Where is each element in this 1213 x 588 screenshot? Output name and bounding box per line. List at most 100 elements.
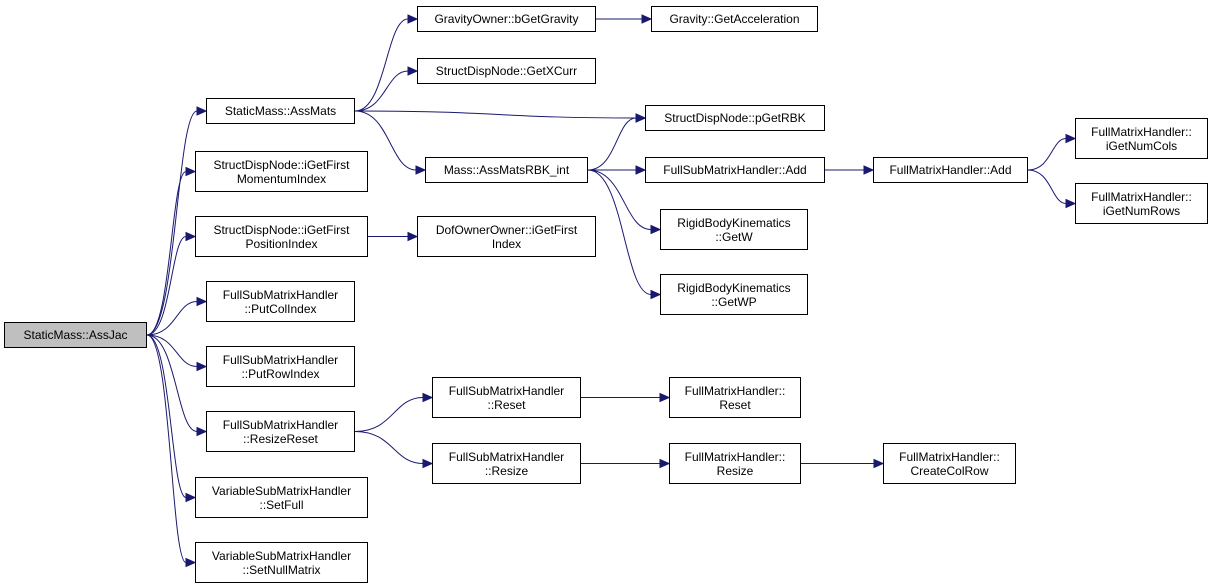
arrowhead-fsm_add-to-fm_add — [863, 165, 875, 175]
node-gravity-getacceleration[interactable]: Gravity::GetAcceleration — [651, 6, 818, 32]
node-fullmatrixhandler-resize[interactable]: FullMatrixHandler:: Resize — [669, 443, 801, 484]
node-label-line-1: FullMatrixHandler::Add — [889, 163, 1012, 177]
node-label-line-2: Reset — [719, 397, 751, 412]
arrowhead-assmats-to-assmatsrbk — [415, 165, 427, 175]
edge-assmats-to-bgetgravity — [354, 18, 409, 112]
edge-fm_add-to-igetnumcols — [1027, 138, 1067, 171]
arrowhead-assjac-to-resizereset — [196, 426, 208, 437]
arrowhead-assjac-to-putcolindex — [196, 296, 208, 307]
node-label-line-1: FullSubMatrixHandler — [448, 449, 565, 464]
node-label-line-2: ::GetWP — [711, 294, 757, 309]
node-fullsubmatrixhandler-add[interactable]: FullSubMatrixHandler::Add — [645, 157, 825, 183]
node-rigidbodykinematics-getwp[interactable]: RigidBodyKinematics ::GetWP — [660, 274, 808, 315]
node-label-line-2: PositionIndex — [245, 236, 318, 251]
node-label-line-1: Gravity::GetAcceleration — [669, 12, 800, 26]
arrowhead-igetfirstpos-to-dofigetfirst — [407, 231, 419, 242]
edge-assmats-to-pgetrbk — [354, 110, 637, 119]
node-label-line-1: FullMatrixHandler:: — [1091, 124, 1192, 139]
arrowhead-assmats-to-getxcurr — [407, 66, 419, 76]
arrowhead-fm_resize-to-createcolrow — [873, 458, 885, 469]
node-label-line-1: RigidBodyKinematics — [677, 215, 791, 230]
edge-resizereset-to-fsm_reset — [354, 397, 424, 432]
node-label-line-1: StructDispNode::iGetFirst — [213, 157, 350, 172]
arrowhead-assmats-to-bgetgravity — [407, 14, 419, 24]
node-staticmass-assjac[interactable]: StaticMass::AssJac — [4, 322, 147, 348]
node-label-line-2: iGetNumCols — [1105, 138, 1178, 153]
node-label-line-2: ::Resize — [484, 463, 529, 478]
node-label-line-1: StructDispNode::GetXCurr — [435, 64, 578, 78]
edge-assjac-to-igetfirstmom — [146, 171, 187, 336]
arrowhead-assjac-to-setnullmatrix — [185, 557, 197, 568]
node-structdispnode-igetfirstpositionindex[interactable]: StructDispNode::iGetFirst PositionIndex — [195, 216, 368, 257]
node-fullmatrixhandler-add[interactable]: FullMatrixHandler::Add — [873, 157, 1028, 183]
node-label-line-1: FullSubMatrixHandler — [448, 383, 565, 398]
node-structdispnode-igetfirstmomentumindex[interactable]: StructDispNode::iGetFirst MomentumIndex — [195, 151, 368, 192]
edge-assjac-to-putrowindex — [146, 334, 198, 367]
node-label-line-1: Mass::AssMatsRBK_int — [443, 163, 570, 177]
node-dofownerowner-igetfirstindex[interactable]: DofOwnerOwner::iGetFirst Index — [417, 216, 596, 257]
node-fullmatrixhandler-createcolrow[interactable]: FullMatrixHandler:: CreateColRow — [883, 443, 1016, 484]
node-gravityowner-bgetgravity[interactable]: GravityOwner::bGetGravity — [417, 6, 596, 32]
node-label-line-2: ::ResizeReset — [243, 431, 318, 446]
edge-assjac-to-setfull — [146, 334, 187, 498]
node-fullsubmatrixhandler-resizereset[interactable]: FullSubMatrixHandler ::ResizeReset — [206, 411, 355, 452]
node-label-line-2: ::GetW — [715, 229, 753, 244]
node-label-line-2: Resize — [716, 463, 754, 478]
edge-resizereset-to-fsm_resize — [354, 431, 424, 464]
node-label-line-2: ::Reset — [487, 397, 526, 412]
node-label-line-2: iGetNumRows — [1102, 203, 1181, 218]
node-label-line-1: FullSubMatrixHandler — [222, 417, 339, 432]
node-fullsubmatrixhandler-putrowindex[interactable]: FullSubMatrixHandler ::PutRowIndex — [206, 346, 355, 387]
node-fullsubmatrixhandler-resize[interactable]: FullSubMatrixHandler ::Resize — [432, 443, 581, 484]
node-label-line-1: VariableSubMatrixHandler — [211, 548, 352, 563]
node-variablesubmatrixhandler-setnullmatrix[interactable]: VariableSubMatrixHandler ::SetNullMatrix — [195, 542, 368, 583]
node-label-line-2: ::PutRowIndex — [241, 366, 320, 381]
node-mass-assmatsrbk-int[interactable]: Mass::AssMatsRBK_int — [425, 157, 588, 183]
node-rigidbodykinematics-getw[interactable]: RigidBodyKinematics ::GetW — [660, 209, 808, 250]
node-label-line-1: DofOwnerOwner::iGetFirst — [435, 222, 578, 237]
arrowhead-assjac-to-assmats — [196, 106, 208, 116]
node-label-line-1: FullSubMatrixHandler::Add — [663, 163, 807, 177]
node-label-line-1: StaticMass::AssJac — [23, 328, 128, 342]
node-fullsubmatrixhandler-putcolindex[interactable]: FullSubMatrixHandler ::PutColIndex — [206, 281, 355, 322]
node-label-line-2: Index — [491, 236, 522, 251]
node-label-line-2: ::SetNullMatrix — [242, 562, 321, 577]
edge-assjac-to-resizereset — [146, 334, 198, 432]
node-label-line-1: FullMatrixHandler:: — [684, 383, 786, 398]
node-structdispnode-getxcurr[interactable]: StructDispNode::GetXCurr — [417, 58, 596, 84]
node-variablesubmatrixhandler-setfull[interactable]: VariableSubMatrixHandler ::SetFull — [195, 477, 368, 518]
arrowhead-fm_add-to-igetnumcols — [1065, 133, 1077, 144]
node-label-line-2: MomentumIndex — [236, 171, 327, 186]
arrowhead-fsm_resize-to-fm_resize — [659, 458, 671, 469]
node-label-line-2: ::SetFull — [259, 497, 304, 512]
arrowhead-assjac-to-putrowindex — [196, 361, 208, 372]
node-label-line-1: FullMatrixHandler:: — [899, 449, 1000, 464]
node-fullmatrixhandler-igetnumcols[interactable]: FullMatrixHandler:: iGetNumCols — [1075, 118, 1208, 159]
node-fullmatrixhandler-reset[interactable]: FullMatrixHandler:: Reset — [669, 377, 801, 418]
node-label-line-1: GravityOwner::bGetGravity — [434, 12, 579, 26]
arrowhead-bgetgravity-to-getacceleration — [641, 14, 653, 24]
arrowhead-assmatsrbk-to-pgetrbk — [635, 113, 647, 123]
node-label-line-1: FullSubMatrixHandler — [222, 352, 339, 367]
node-label-line-1: FullSubMatrixHandler — [222, 287, 339, 302]
arrowhead-assmatsrbk-to-getwp — [650, 289, 662, 300]
node-label-line-1: VariableSubMatrixHandler — [211, 483, 352, 498]
edge-assmatsrbk-to-getwp — [587, 169, 652, 295]
arrowhead-assmatsrbk-to-getw — [650, 224, 662, 235]
node-staticmass-assmats[interactable]: StaticMass::AssMats — [206, 98, 355, 124]
edge-fm_add-to-igetnumrows — [1027, 169, 1067, 204]
node-structdispnode-pgetrbk[interactable]: StructDispNode::pGetRBK — [645, 105, 825, 131]
edge-assjac-to-igetfirstpos — [146, 236, 187, 336]
node-label-line-2: CreateColRow — [910, 463, 989, 478]
edge-assjac-to-putcolindex — [146, 301, 198, 336]
arrowhead-resizereset-to-fsm_reset — [422, 392, 434, 403]
edge-assmatsrbk-to-getw — [587, 169, 652, 230]
node-label-line-2: ::PutColIndex — [244, 301, 317, 316]
arrowhead-fm_add-to-igetnumrows — [1065, 198, 1077, 209]
node-fullsubmatrixhandler-reset[interactable]: FullSubMatrixHandler ::Reset — [432, 377, 581, 418]
node-fullmatrixhandler-igetnumrows[interactable]: FullMatrixHandler:: iGetNumRows — [1075, 183, 1208, 224]
arrowhead-assjac-to-igetfirstpos — [185, 231, 197, 242]
node-label-line-1: FullMatrixHandler:: — [1091, 189, 1192, 204]
